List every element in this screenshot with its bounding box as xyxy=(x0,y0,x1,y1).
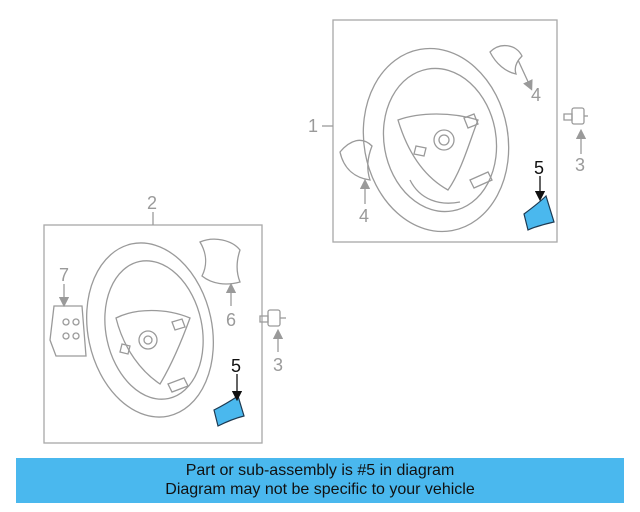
banner-line-1: Part or sub-assembly is #5 in diagram xyxy=(185,462,455,479)
top-trim-piece xyxy=(489,45,523,75)
parts-diagram: 1 4 4 3 5 xyxy=(43,19,588,444)
top-cover-callout: 5 xyxy=(534,158,544,178)
top-trim-left-callout: 4 xyxy=(359,206,369,226)
top-steering-wheel xyxy=(362,47,510,233)
bottom-cover-callout: 5 xyxy=(231,356,241,376)
top-assembly xyxy=(322,19,588,243)
bottom-highlighted-cover xyxy=(213,395,245,427)
bottom-bag-callout: 6 xyxy=(226,310,236,330)
bottom-wheel-callout: 2 xyxy=(147,193,157,213)
top-bolt-callout: 3 xyxy=(575,155,585,175)
bottom-airbag-module xyxy=(199,238,241,285)
top-trim-piece-left xyxy=(339,139,373,181)
bottom-bolt-callout: 3 xyxy=(273,355,283,375)
top-highlighted-cover xyxy=(523,194,555,231)
bottom-steering-wheel xyxy=(86,242,214,418)
top-trim-callout: 4 xyxy=(531,85,541,105)
top-wheel-callout: 1 xyxy=(308,116,318,136)
info-banner: Part or sub-assembly is #5 in diagram Di… xyxy=(16,458,624,503)
bottom-bracket-callout: 7 xyxy=(59,265,69,285)
bottom-assembly xyxy=(43,212,286,444)
banner-line-2: Diagram may not be specific to your vehi… xyxy=(165,481,475,498)
top-bolt xyxy=(563,107,588,125)
top-assembly-frame xyxy=(332,19,558,243)
bottom-bolt xyxy=(259,309,286,327)
bottom-mount-bracket xyxy=(49,305,87,357)
